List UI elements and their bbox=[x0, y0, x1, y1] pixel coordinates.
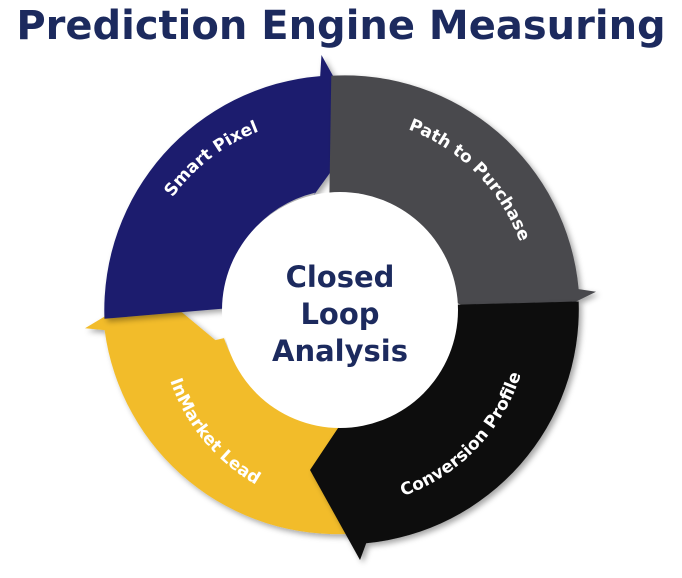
center-label-line1: Closed bbox=[286, 260, 395, 294]
center-label-line2: Loop bbox=[300, 297, 379, 331]
smart-pixel-arrow-segment bbox=[104, 55, 363, 319]
page-title: Prediction Engine Measuring bbox=[16, 3, 666, 49]
center-label-line3: Analysis bbox=[272, 334, 408, 368]
inmarket-lead-arrow-segment bbox=[85, 287, 356, 535]
path-to-purchase-arrow-segment bbox=[329, 75, 596, 332]
conversion-profile-arrow-segment bbox=[310, 301, 579, 560]
center-disk bbox=[222, 192, 458, 428]
